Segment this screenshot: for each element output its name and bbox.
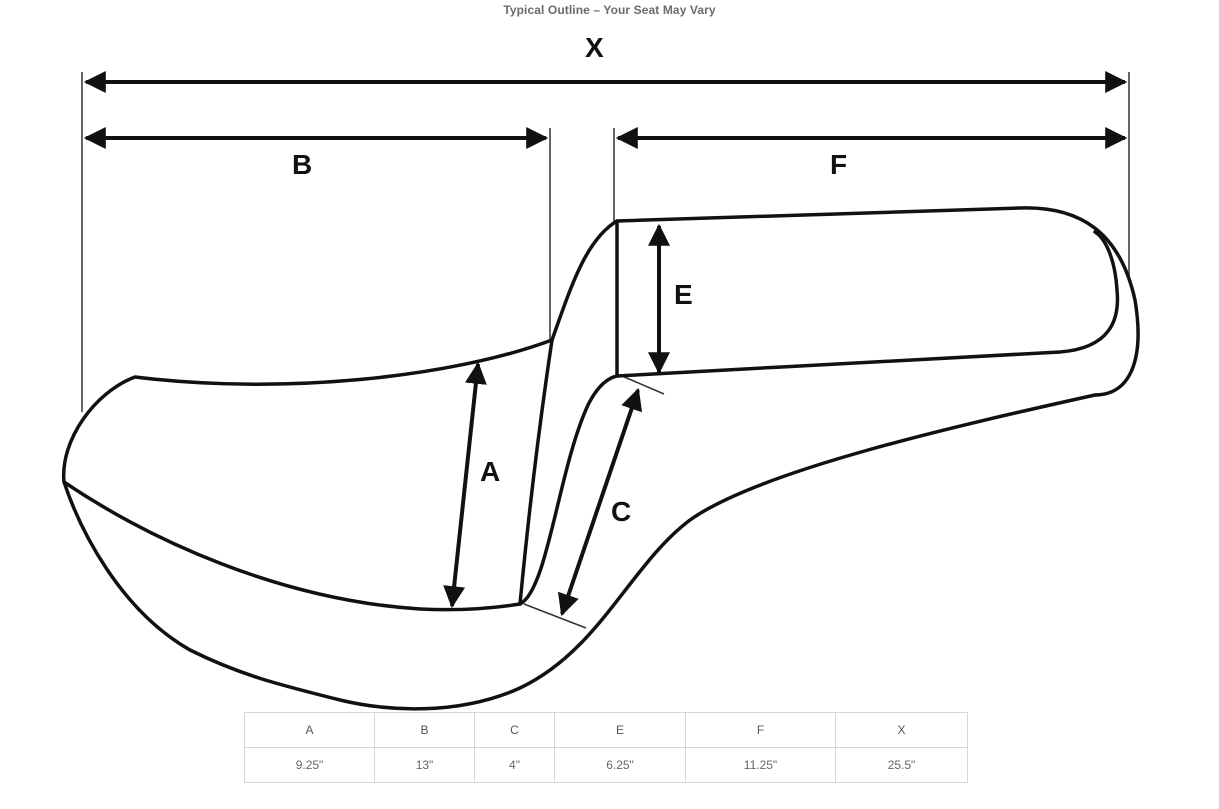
- dimension-c-label: C: [611, 496, 631, 527]
- backrest-front-edge: [518, 338, 554, 606]
- table-value-e: 6.25": [554, 747, 686, 783]
- dimension-f-label: F: [830, 149, 847, 180]
- table-header-e: E: [554, 712, 686, 748]
- dimension-a-label: A: [480, 456, 500, 487]
- table-value-f: 11.25": [685, 747, 836, 783]
- table-row: 9.25" 13" 4" 6.25" 11.25" 25.5": [244, 747, 968, 783]
- dimension-e-label: E: [674, 279, 693, 310]
- seat-outline-diagram: X B F E A C: [62, 32, 1140, 711]
- dimension-x-label: X: [585, 32, 604, 63]
- table-value-c: 4": [474, 747, 555, 783]
- dimension-arrows: [83, 71, 1128, 617]
- table-header-b: B: [374, 712, 475, 748]
- extension-lines: [81, 72, 1130, 629]
- dimensions-table: A B C E F X 9.25" 13" 4" 6.25" 11.25" 25…: [244, 712, 968, 783]
- table-value-b: 13": [374, 747, 475, 783]
- table-header-row: A B C E F X: [244, 712, 968, 748]
- diagram-caption: Typical Outline – Your Seat May Vary: [503, 3, 716, 17]
- table-header-f: F: [685, 712, 836, 748]
- table-header-a: A: [244, 712, 375, 748]
- table-header-c: C: [474, 712, 555, 748]
- dimension-c-arrow: [557, 387, 643, 617]
- seat-outline: [62, 206, 1140, 711]
- table-value-x: 25.5": [835, 747, 968, 783]
- rider-seat-lower-edge: [62, 480, 522, 612]
- passenger-pad-lower-edge: [615, 230, 1120, 378]
- dimension-b-label: B: [292, 149, 312, 180]
- table-value-a: 9.25": [244, 747, 375, 783]
- dimension-a-arrow: [443, 361, 487, 609]
- seat-outer-outline: [62, 206, 1140, 711]
- table-header-x: X: [835, 712, 968, 748]
